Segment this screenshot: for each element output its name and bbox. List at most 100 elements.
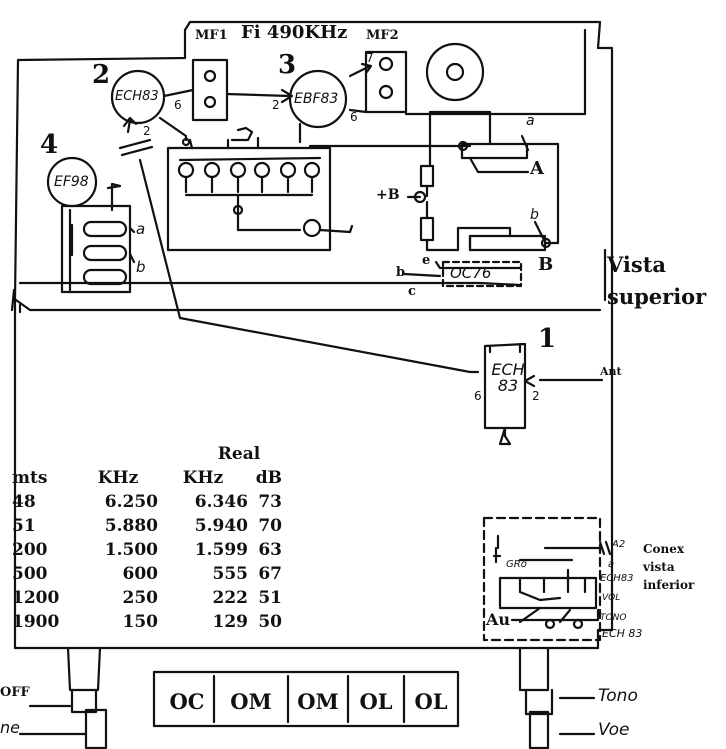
conex-au: Au [486, 610, 511, 629]
stage3-pin-right: 6 [350, 110, 358, 124]
table-cell: 50 [258, 612, 282, 632]
table-cell: 6.346 [194, 492, 248, 512]
coil-a-label: a [136, 220, 146, 238]
stage-2-number: 2 [92, 60, 111, 90]
coil-B [468, 234, 547, 252]
conex-title-line1: Conex [643, 542, 685, 556]
stage1-pin-left: 6 [474, 389, 482, 403]
table-row: 500 600 555 67 [12, 562, 282, 586]
right-knob-bottom-label: Voe [598, 720, 630, 740]
table-header-row: mts KHz KHz dB [12, 466, 282, 490]
conex-a: a [608, 559, 615, 570]
right-coil-a-small: a [526, 113, 535, 129]
table-cell: 1200 [12, 588, 60, 608]
table-header-cell: dB [255, 468, 282, 488]
table-cell: 1.500 [104, 540, 158, 560]
conex-title-line2: vista [643, 560, 675, 574]
band-button-om-1[interactable]: OM [230, 688, 272, 714]
mf1-label: MF1 [195, 28, 228, 43]
right-coil-b-small: b [530, 207, 539, 223]
ef98-coil-block [60, 204, 132, 294]
table-cell: 150 [122, 612, 159, 632]
line-b-label: b [396, 265, 406, 280]
conex-tono: TONO [600, 613, 627, 623]
stage2-pin: 6 [174, 98, 182, 112]
antenna-label: Ant [600, 365, 622, 378]
table-cell: 67 [258, 564, 282, 584]
table-cell: 222 [212, 588, 249, 608]
tube-ech83-stage1-label: ECH 83 [491, 360, 525, 395]
stage-4-number: 4 [40, 130, 59, 160]
capacitor-pin: 2 [143, 124, 151, 138]
table-cell: 48 [12, 492, 36, 512]
conex-ech83: ECH83 [600, 573, 634, 584]
conex-dashed-box [482, 516, 602, 642]
tube-ef98-label: EF98 [54, 174, 89, 190]
conex-a2: A2 [612, 539, 626, 550]
mf2-box [364, 50, 408, 114]
table-cell: 63 [258, 540, 282, 560]
right-coil-A: A [530, 158, 544, 179]
line-e-label: e [422, 253, 431, 268]
table-header-cell: mts [12, 468, 48, 488]
oc76-dashed-box [441, 260, 523, 288]
stage3-pin-left: 2 [272, 98, 280, 112]
right-knob-shaft [518, 646, 550, 692]
table-cell: 600 [122, 564, 159, 584]
left-knob-top-label: OFF [0, 685, 30, 700]
left-knob-shaft [66, 646, 102, 692]
tube-ech83-stage1 [483, 342, 527, 430]
band-button-ol-1[interactable]: OL [359, 688, 393, 714]
upper-panel [18, 248, 607, 314]
table-row: 1200 250 222 51 [12, 586, 282, 610]
band-switch-block [166, 146, 332, 252]
coil-A [460, 142, 529, 160]
table-cell: 250 [122, 588, 159, 608]
tube-ebf83-label: EBF83 [294, 91, 339, 107]
view-label-line1: Vista [607, 252, 667, 277]
band-button-ol-2[interactable]: OL [414, 688, 448, 714]
table-cell: 51 [258, 588, 282, 608]
band-button-om-2[interactable]: OM [297, 688, 339, 714]
conex-vol: VOL [602, 593, 621, 603]
line-c-label: c [408, 284, 416, 299]
stage1-pin-right: 2 [532, 389, 540, 403]
table-header-cell: KHz [182, 468, 224, 488]
mf1-box [191, 58, 229, 122]
band-buttons-frame [152, 670, 460, 728]
conex-title-line3: inferior [643, 578, 695, 592]
chassis-outline [13, 20, 614, 650]
trim-knob [425, 42, 485, 102]
table-cell: 500 [12, 564, 48, 584]
tube-ech83-stage2-label: ECH83 [115, 89, 159, 104]
mf2-pin: 7 [366, 51, 374, 65]
antenna-feed-line [138, 158, 480, 374]
conex-ech83b: ECH 83 [602, 627, 643, 640]
table-cell: 51 [12, 516, 36, 536]
table-cell: 129 [212, 612, 249, 632]
table-row: 200 1.500 1.599 63 [12, 538, 282, 562]
band-button-oc[interactable]: OC [169, 688, 205, 714]
mf2-label: MF2 [366, 28, 399, 43]
table-cell: 70 [258, 516, 282, 536]
table-cell: 5.940 [194, 516, 248, 536]
view-label-line2: superior [607, 284, 707, 309]
stage-1-number: 1 [538, 324, 557, 354]
table-cell: 1900 [12, 612, 60, 632]
table-cell: 6.250 [104, 492, 158, 512]
tube-ebf83 [288, 69, 348, 129]
table-cell: 1.599 [194, 540, 248, 560]
table-cell: 555 [212, 564, 249, 584]
conex-sub-a: GRo [506, 559, 527, 570]
table-header-cell: KHz [97, 468, 139, 488]
right-coil-B: B [538, 254, 554, 275]
left-knob-bottom-label: ne [0, 718, 20, 737]
table-cell: 200 [12, 540, 48, 560]
supply-label: +B [376, 187, 400, 203]
right-knob-top-label: Tono [598, 686, 638, 706]
if-frequency-title: Fi 490KHz [241, 22, 348, 43]
